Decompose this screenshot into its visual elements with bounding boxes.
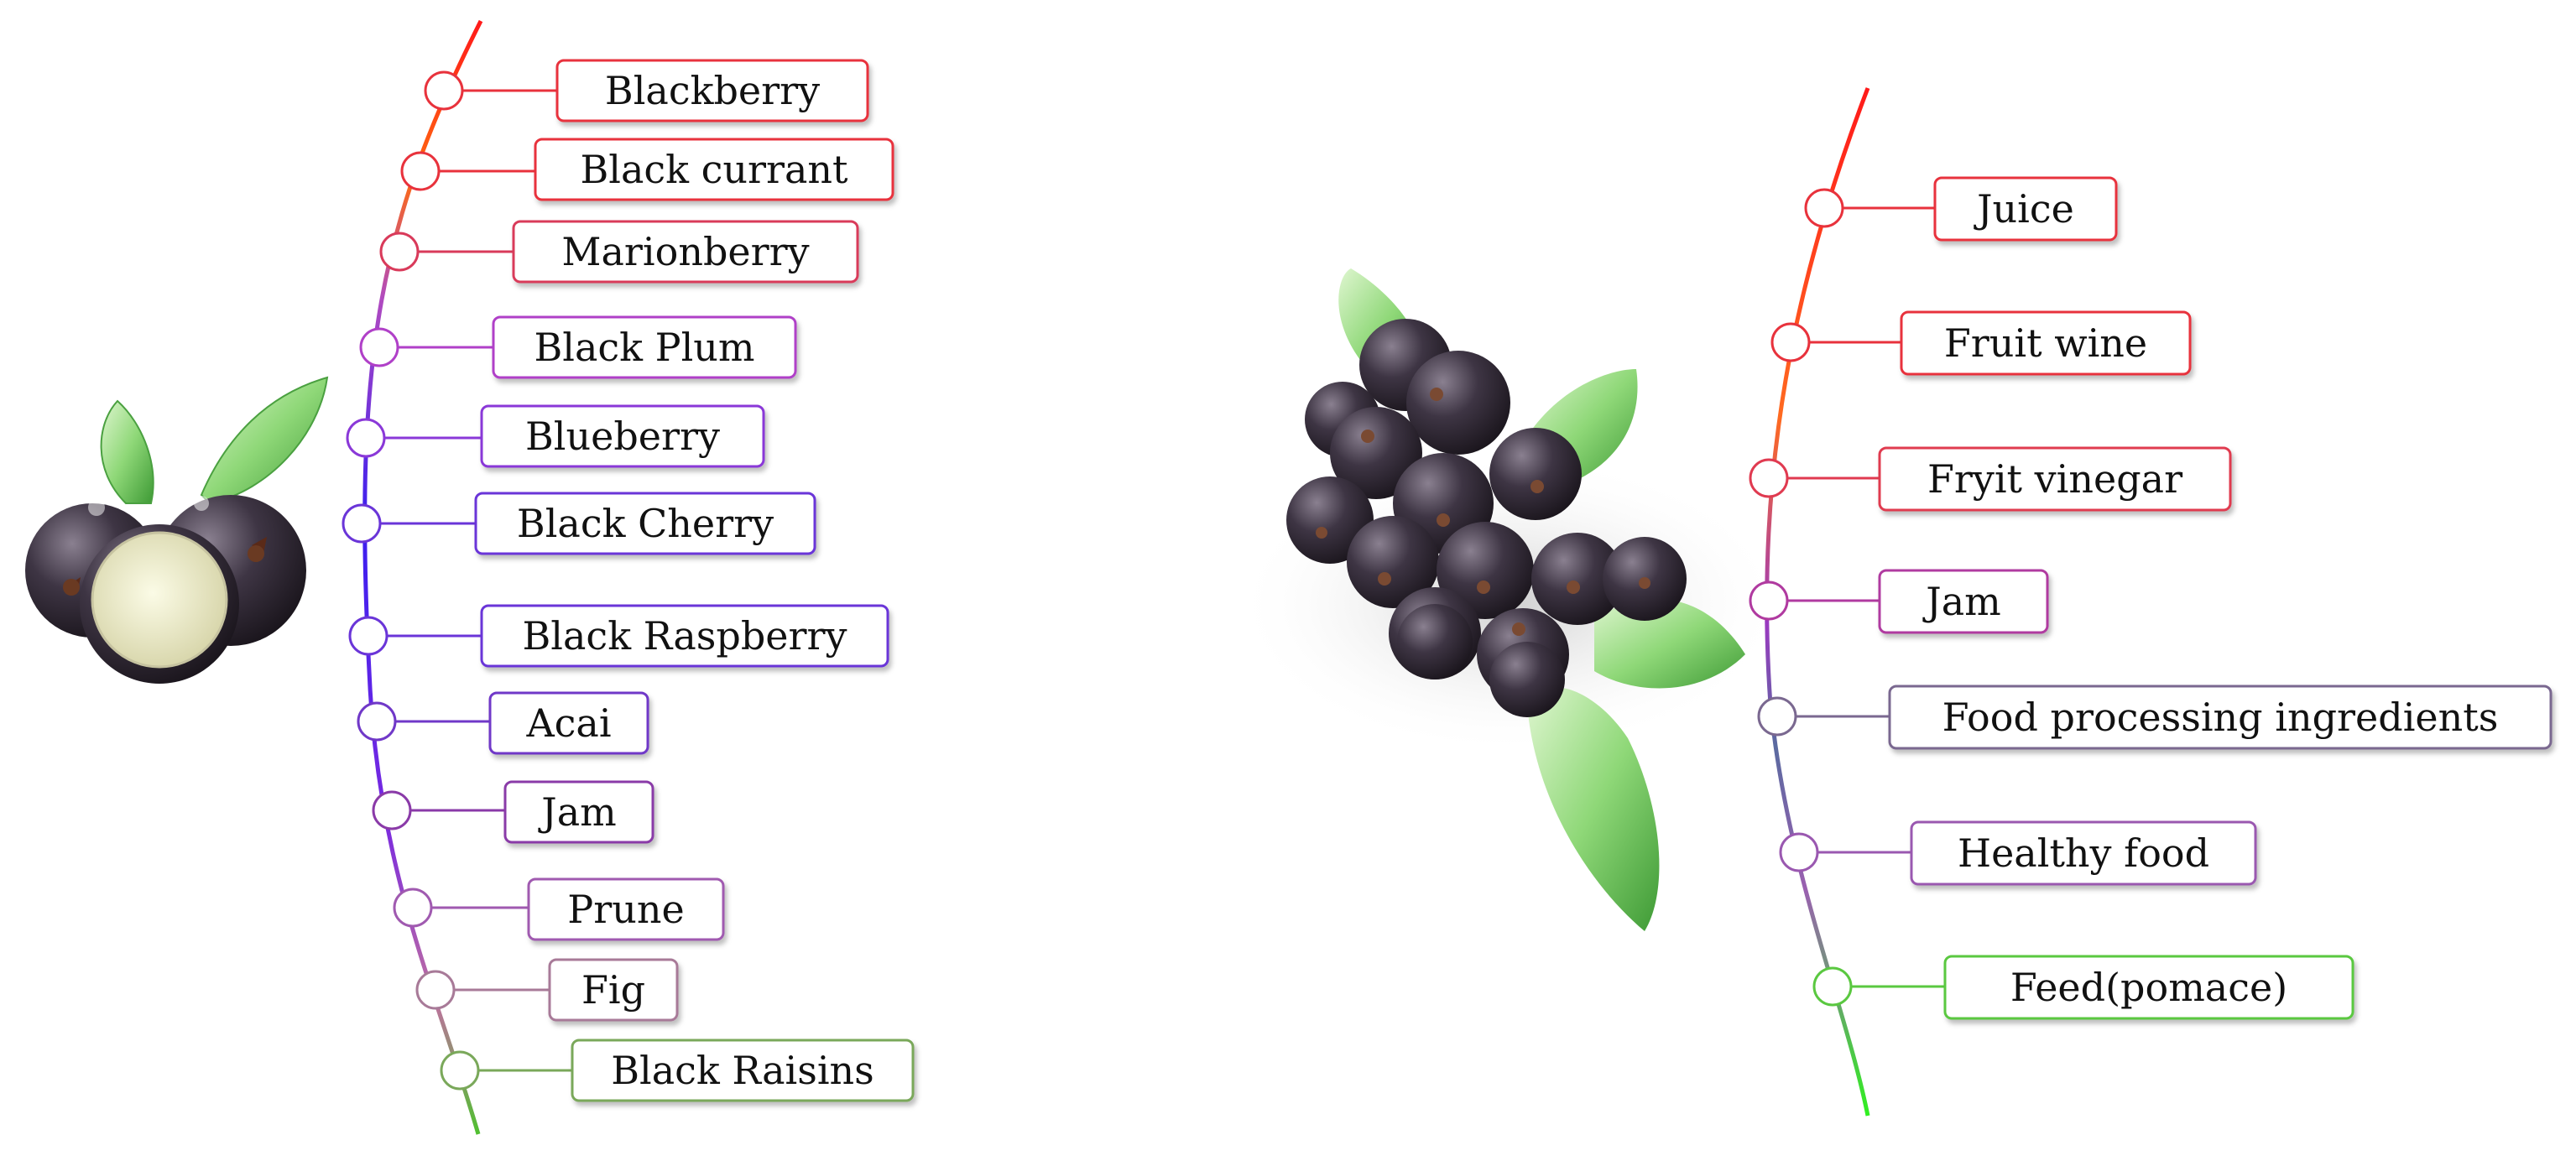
right-label-food-processing-ingredients: Food processing ingredients bbox=[1942, 695, 2499, 740]
left-node-marionberry bbox=[379, 232, 420, 272]
left-label-black-raisins: Black Raisins bbox=[611, 1048, 874, 1093]
left-label-black-plum: Black Plum bbox=[534, 325, 754, 370]
right-label-juice: Juice bbox=[1974, 186, 2074, 232]
right-label-box-fruit-wine bbox=[1900, 310, 2192, 376]
right-node-jam bbox=[1749, 580, 1789, 621]
left-node-acai bbox=[357, 701, 397, 742]
left-label-blackberry: Blackberry bbox=[605, 68, 820, 113]
left-label-blueberry: Blueberry bbox=[525, 414, 720, 459]
right-label-healthy-food: Healthy food bbox=[1958, 830, 2209, 876]
left-label-box-black-currant bbox=[534, 138, 894, 201]
left-label-fig: Fig bbox=[581, 967, 645, 1013]
right-label-box-food-processing-ingredients bbox=[1888, 685, 2553, 750]
right-label-box-juice bbox=[1933, 176, 2118, 242]
right-label-fryit-vinegar: Fryit vinegar bbox=[1927, 456, 2182, 502]
right-label-box-fryit-vinegar bbox=[1878, 446, 2232, 512]
left-label-jam: Jam bbox=[538, 789, 616, 835]
right-label-box-jam bbox=[1878, 569, 2049, 634]
left-label-box-black-raspberry bbox=[480, 604, 889, 668]
left-label-acai: Acai bbox=[525, 700, 611, 746]
right-label-jam: Jam bbox=[1922, 579, 2000, 624]
right-label-box-healthy-food bbox=[1910, 820, 2257, 886]
right-label-feed-pomace: Feed(pomace) bbox=[2010, 965, 2287, 1010]
left-node-black-raisins bbox=[440, 1050, 480, 1091]
left-label-box-acai bbox=[488, 691, 649, 755]
left-label-box-blueberry bbox=[480, 404, 765, 468]
left-label-box-black-raisins bbox=[571, 1039, 915, 1102]
left-label-box-blackberry bbox=[555, 59, 869, 122]
left-node-jam bbox=[372, 790, 412, 830]
right-node-juice bbox=[1804, 188, 1844, 228]
left-node-fig bbox=[415, 970, 456, 1010]
left-node-black-raspberry bbox=[348, 616, 388, 656]
left-label-black-currant: Black currant bbox=[580, 147, 848, 192]
left-label-box-marionberry bbox=[512, 220, 859, 284]
left-node-black-plum bbox=[359, 327, 399, 367]
right-label-box-feed-pomace bbox=[1943, 955, 2354, 1020]
left-label-box-fig bbox=[548, 958, 679, 1022]
right-node-fruit-wine bbox=[1770, 322, 1811, 362]
left-label-black-cherry: Black Cherry bbox=[517, 501, 774, 546]
aronia-berries-halved-icon bbox=[25, 376, 329, 684]
left-node-black-currant bbox=[400, 151, 441, 191]
left-node-black-cherry bbox=[342, 503, 382, 544]
left-label-black-raspberry: Black Raspberry bbox=[522, 613, 847, 659]
left-label-box-black-cherry bbox=[474, 492, 816, 555]
right-node-feed-pomace bbox=[1812, 966, 1853, 1007]
left-label-marionberry: Marionberry bbox=[561, 229, 809, 274]
left-node-blackberry bbox=[424, 70, 464, 111]
right-label-fruit-wine: Fruit wine bbox=[1944, 320, 2147, 366]
right-node-fryit-vinegar bbox=[1749, 458, 1789, 498]
right-node-healthy-food bbox=[1779, 832, 1819, 872]
left-label-prune: Prune bbox=[567, 887, 684, 932]
left-label-box-prune bbox=[527, 877, 725, 941]
left-label-box-black-plum bbox=[492, 315, 797, 379]
aronia-berry-cluster-icon bbox=[1233, 268, 1787, 931]
left-label-box-jam bbox=[503, 780, 654, 844]
left-node-blueberry bbox=[346, 418, 386, 458]
left-node-prune bbox=[393, 888, 433, 928]
right-node-food-processing-ingredients bbox=[1757, 696, 1797, 737]
